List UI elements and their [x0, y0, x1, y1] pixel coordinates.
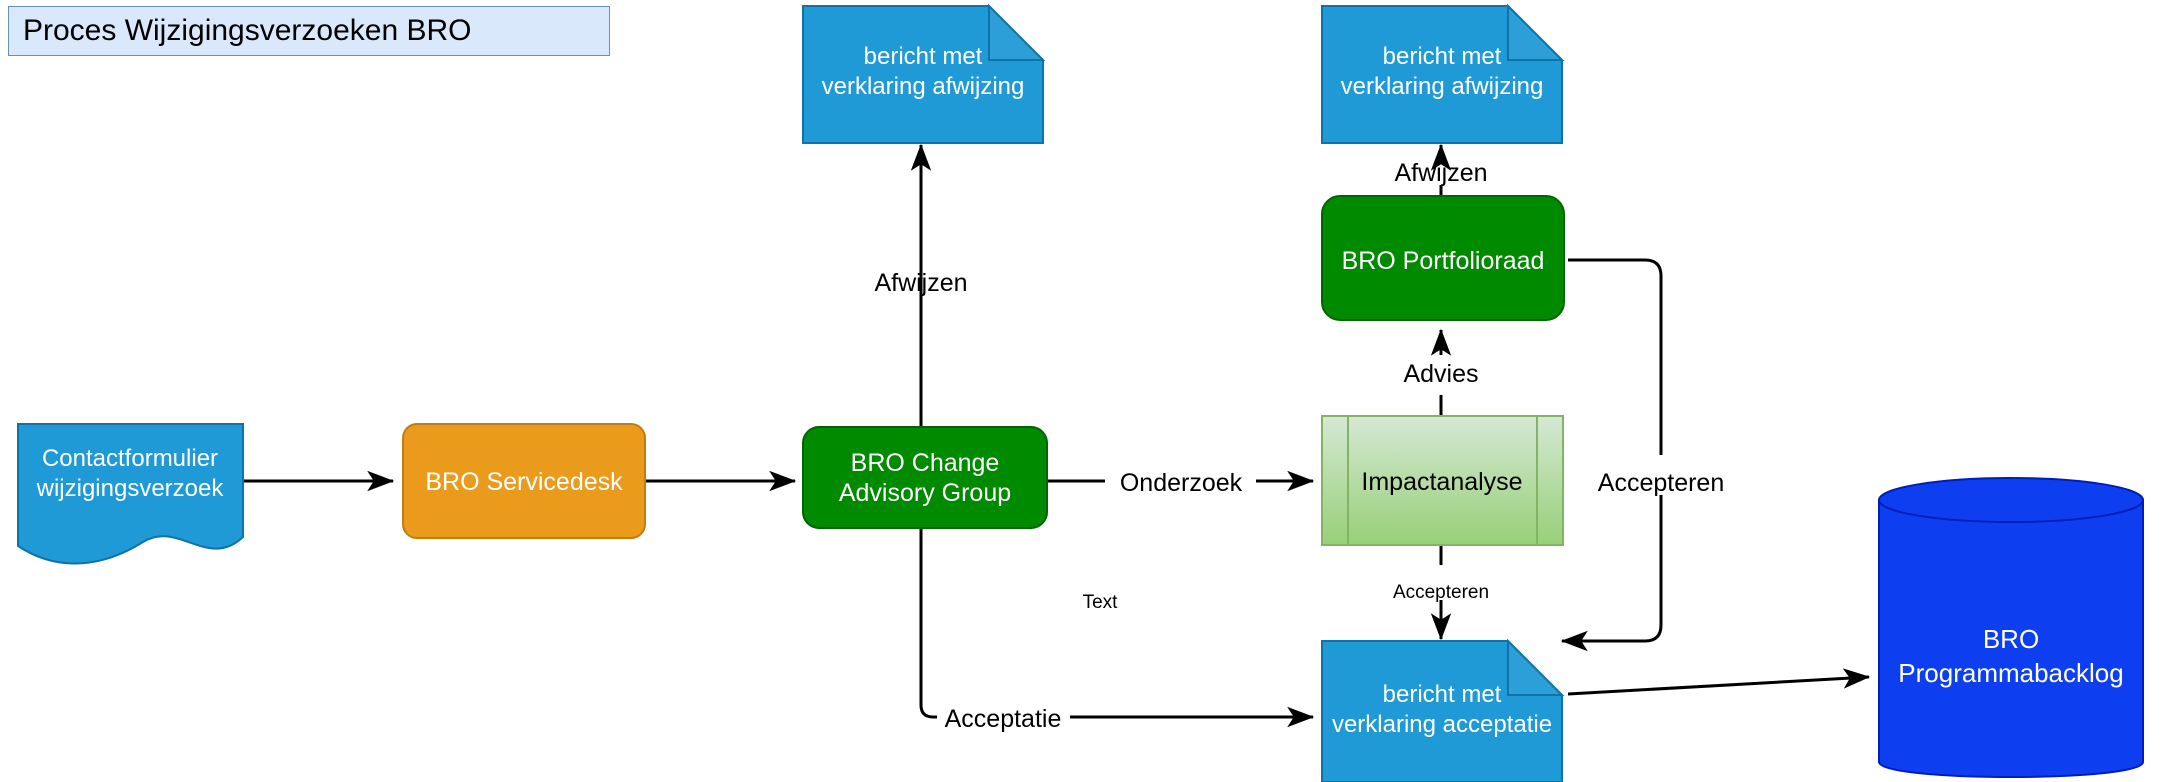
bro-servicedesk-label: BRO Servicedesk [425, 468, 623, 496]
edge-label-advies: Advies [1403, 360, 1478, 388]
backlog-label-line1: BRO [1983, 624, 2039, 654]
note-afwijzing-left-label-line2: verklaring afwijzing [822, 73, 1025, 100]
note-verklaring-acceptatie[interactable]: bericht met verklaring acceptatie [1321, 638, 1565, 782]
page-title: Proces Wijzigingsverzoeken BRO [23, 14, 472, 47]
note-afwijzing-right-label-line1: bericht met [1383, 43, 1502, 70]
edge-label-acceptatie: Acceptatie [945, 705, 1062, 733]
contactformulier-label-line2: wijzigingsverzoek [36, 475, 225, 502]
impactanalyse-shape [1321, 415, 1564, 546]
bro-portfolioraad-node[interactable]: BRO Portfolioraad [1321, 195, 1565, 321]
edge-label-afwijzen-left: Afwijzen [874, 269, 967, 297]
backlog-cylinder-top [1878, 477, 2144, 523]
note-acceptatie-label-line1: bericht met [1383, 681, 1502, 708]
diagram-title-box: Proces Wijzigingsverzoeken BRO [8, 6, 610, 56]
note-acceptatie-label-line2: verklaring acceptatie [1332, 711, 1552, 738]
contactformulier-node[interactable]: Contactformulier wijzigingsverzoek [17, 423, 244, 565]
bro-portfolioraad-shape [1321, 195, 1565, 321]
bro-change-advisory-group-node[interactable]: BRO Change Advisory Group [802, 426, 1048, 529]
contactformulier-label-line1: Contactformulier [42, 445, 218, 472]
edge-note-acceptatie-to-backlog [1567, 668, 1871, 696]
note-afwijzing-right-shape [1321, 5, 1563, 144]
note-afwijzing-left-label-line1: bericht met [864, 43, 983, 70]
impactanalyse-label: Impactanalyse [1361, 468, 1522, 496]
edges-layer [243, 145, 1871, 717]
note-acceptatie-shape [1321, 640, 1563, 782]
bro-servicedesk-shape [402, 423, 646, 539]
note-afwijzing-left-fold [988, 3, 1046, 61]
edge-label-afwijzen-right: Afwijzen [1394, 159, 1487, 187]
contactformulier-shape [17, 423, 244, 565]
edge-label-accepteren-right: Accepteren [1598, 469, 1724, 497]
bro-portfolioraad-label: BRO Portfolioraad [1342, 247, 1545, 275]
note-verklaring-afwijzing-left[interactable]: bericht met verklaring afwijzing [802, 3, 1046, 144]
bro-programmabacklog-database[interactable]: BRO Programmabacklog [1878, 477, 2144, 778]
note-verklaring-afwijzing-right[interactable]: bericht met verklaring afwijzing [1321, 3, 1565, 144]
bro-servicedesk-node[interactable]: BRO Servicedesk [402, 423, 646, 539]
backlog-cylinder-body [1878, 499, 2144, 778]
edge-portfolioraad-accepteren-to-note-acceptatie [1562, 258, 1663, 641]
note-afwijzing-right-label-line2: verklaring afwijzing [1341, 73, 1544, 100]
note-acceptatie-fold [1507, 638, 1565, 696]
backlog-label-line2: Programmabacklog [1898, 658, 2123, 688]
edge-label-onderzoek: Onderzoek [1120, 469, 1243, 497]
note-afwijzing-left-shape [802, 5, 1044, 144]
edge-label-text: Text [1083, 592, 1119, 613]
note-afwijzing-right-fold [1507, 3, 1565, 61]
edge-label-accepteren-down: Accepteren [1393, 582, 1489, 603]
edge-labels-layer: Afwijzen Afwijzen Advies Onderzoek Accep… [874, 159, 1724, 733]
edge-cab-acceptatie-to-note-acceptatie [919, 528, 1313, 717]
impactanalyse-node[interactable]: Impactanalyse [1321, 415, 1564, 546]
bro-change-advisory-group-shape [802, 426, 1048, 529]
cab-label-line1: BRO Change [851, 449, 1000, 477]
cab-label-line2: Advisory Group [839, 479, 1011, 507]
